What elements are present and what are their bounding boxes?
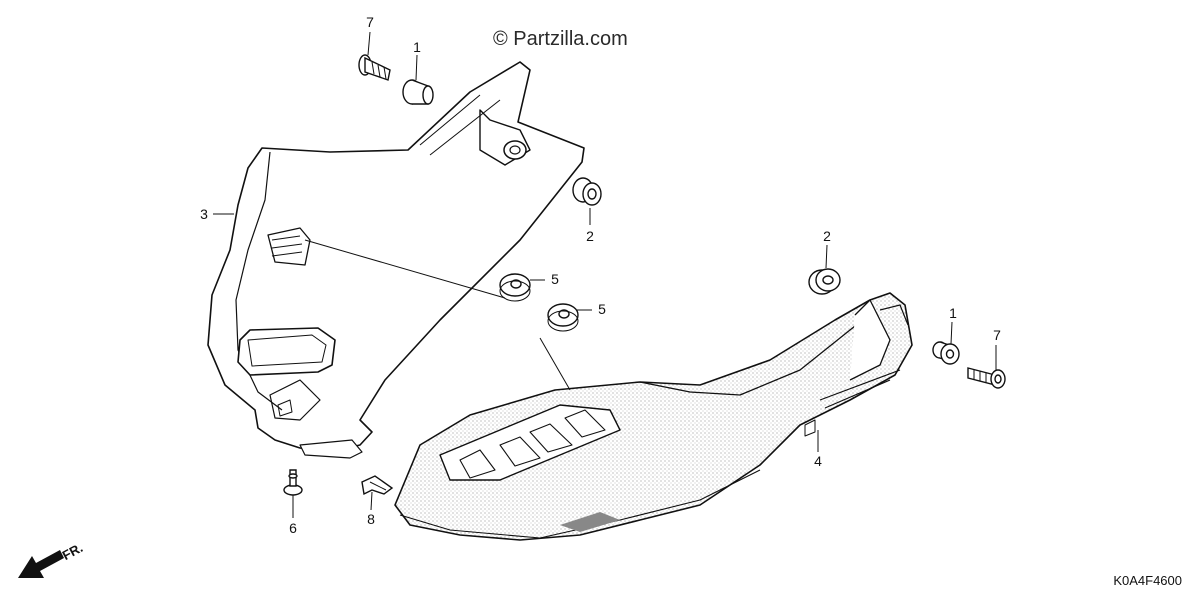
grommet-2-right-part <box>808 268 841 295</box>
collar-1-right-part <box>932 341 960 365</box>
callout-3[interactable]: 3 <box>200 206 208 222</box>
callout-1-right[interactable]: 1 <box>949 305 957 321</box>
watermark: © Partzilla.com <box>493 28 628 50</box>
front-direction-arrow-icon <box>18 550 64 578</box>
callout-5-lower[interactable]: 5 <box>598 301 606 317</box>
diagram-code: K0A4F4600 <box>1113 573 1182 588</box>
leader-lines <box>213 31 997 518</box>
callout-1-top[interactable]: 1 <box>413 39 421 55</box>
callout-7-right[interactable]: 7 <box>993 327 1001 343</box>
callout-4[interactable]: 4 <box>814 453 822 469</box>
inner-cover-part <box>207 61 585 459</box>
bolt-7-top-part <box>358 54 391 81</box>
callout-7-top[interactable]: 7 <box>366 14 374 30</box>
collar-1-top-part <box>402 79 434 105</box>
washer-5-lower-part <box>547 303 579 332</box>
bolt-7-right-part <box>967 367 1006 389</box>
callout-2-right[interactable]: 2 <box>823 228 831 244</box>
callout-8[interactable]: 8 <box>367 511 375 527</box>
clip-8-part <box>361 475 394 496</box>
under-cover-part <box>394 292 913 541</box>
callout-5-upper[interactable]: 5 <box>551 271 559 287</box>
callout-2-top[interactable]: 2 <box>586 228 594 244</box>
callout-6[interactable]: 6 <box>289 520 297 536</box>
grommet-2-top-part <box>572 177 602 206</box>
screw-6-part <box>283 469 303 496</box>
washer-5-upper-part <box>499 273 531 302</box>
